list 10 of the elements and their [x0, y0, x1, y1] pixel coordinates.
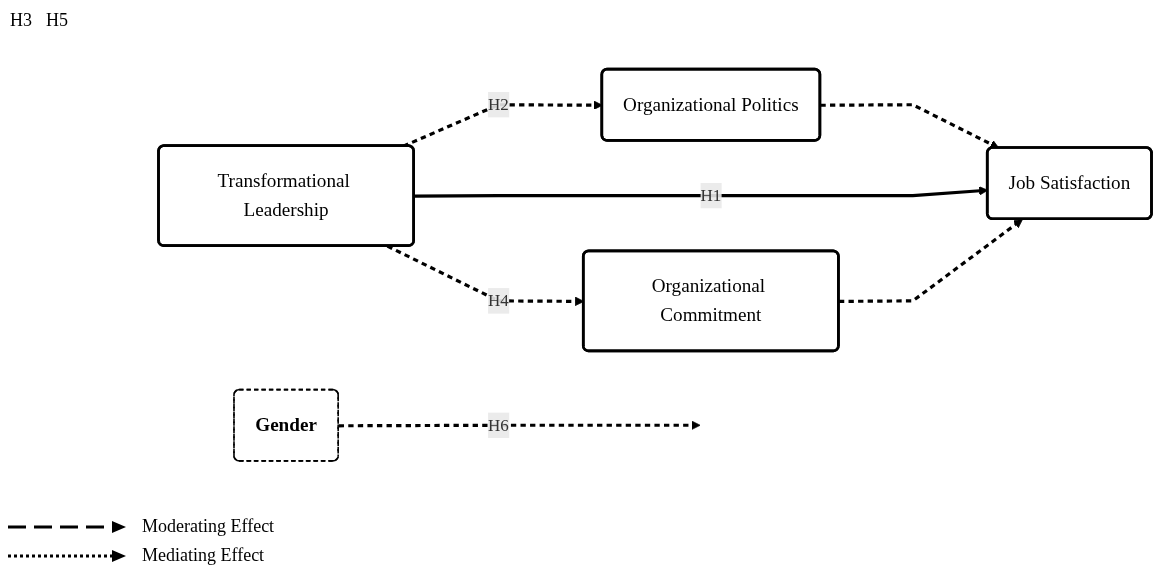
- hypothesis-label: H5: [46, 10, 68, 30]
- arrow: [338, 420, 701, 430]
- edge-label: H2: [488, 95, 509, 114]
- edge-label: H1: [700, 186, 722, 205]
- edge-label: H6: [488, 415, 509, 434]
- hypothesis-label: H3: [10, 10, 32, 30]
- edge-label: H4: [488, 291, 509, 310]
- legend-text: Moderating Effect: [142, 516, 275, 537]
- legend-text: Mediating Effect: [142, 545, 265, 566]
- arrow: [838, 218, 1023, 303]
